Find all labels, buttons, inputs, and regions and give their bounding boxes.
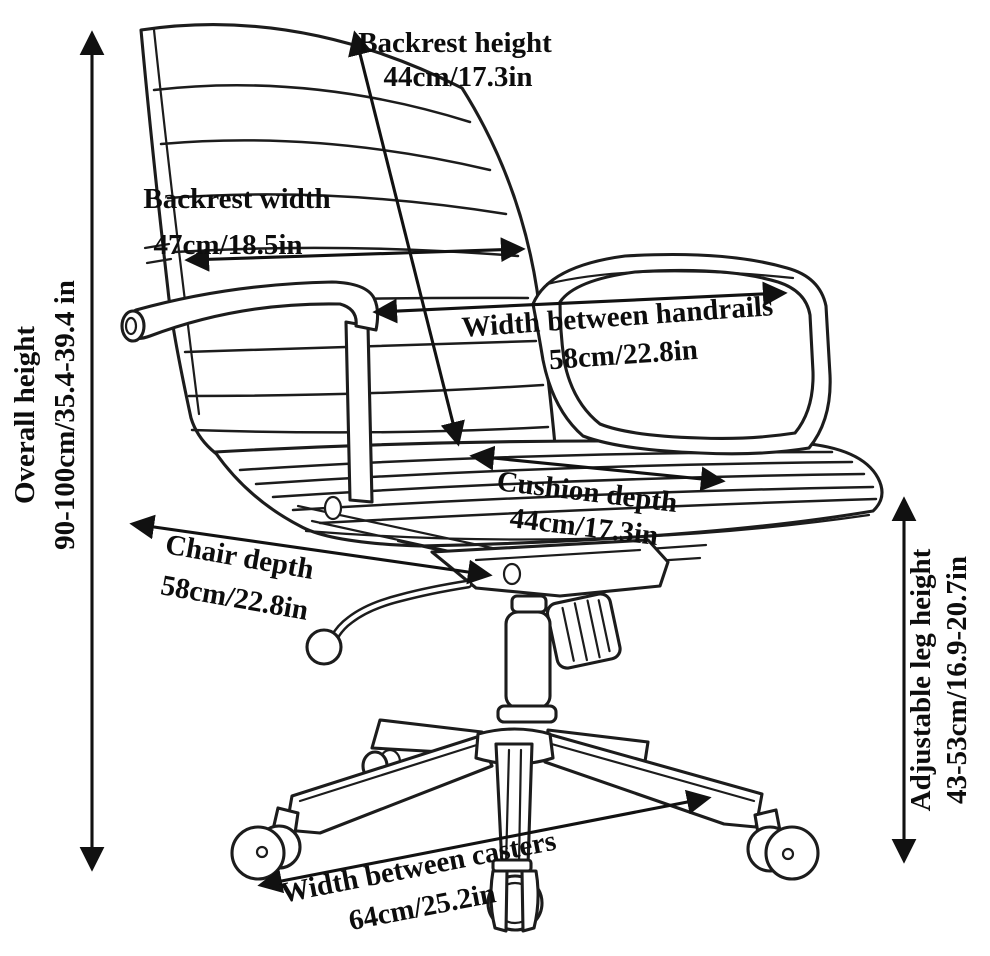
adjustment-knob bbox=[545, 592, 622, 670]
backrest-width-arrow bbox=[184, 237, 526, 272]
backrest-height-value: 44cm/17.3in bbox=[383, 61, 532, 93]
overall-height-label: Overall height bbox=[9, 326, 41, 504]
left-armrest-post bbox=[344, 320, 374, 504]
leg-height-label: Adjustable leg height bbox=[905, 548, 937, 811]
caster-width-arrow bbox=[257, 789, 712, 894]
backrest-width-label: Backrest width bbox=[143, 183, 330, 215]
leg-height-value: 43-53cm/16.9-20.7in bbox=[941, 556, 973, 804]
base-leg-right bbox=[543, 732, 764, 829]
handrail-width-arrow bbox=[372, 281, 788, 324]
lever-ball bbox=[305, 628, 343, 666]
left-armrest-endcap-inner bbox=[124, 316, 138, 336]
backrest-height-label: Backrest height bbox=[358, 27, 552, 59]
backrest-frame-joint bbox=[143, 242, 173, 265]
caster-front-fork-right bbox=[520, 869, 540, 933]
caster-front bbox=[486, 858, 544, 933]
chair-mechanism bbox=[305, 538, 670, 724]
gas-lift bbox=[496, 594, 558, 724]
chair-depth-arrow bbox=[129, 514, 493, 585]
cushion-depth-arrow bbox=[469, 445, 726, 492]
tilt-lever bbox=[305, 579, 473, 666]
left-armrest-base-joint bbox=[323, 495, 343, 521]
dimension-labels: Backrest height 44cm/17.3in Backrest wid… bbox=[9, 27, 973, 937]
right-armrest-inner bbox=[558, 268, 815, 440]
backrest-width-value: 47cm/18.5in bbox=[153, 229, 302, 261]
overall-height-value: 90-100cm/35.4-39.4 in bbox=[49, 280, 81, 550]
mechanism-hole bbox=[502, 562, 522, 586]
dimension-arrows bbox=[79, 30, 917, 894]
backrest-frame-tube bbox=[152, 28, 201, 416]
